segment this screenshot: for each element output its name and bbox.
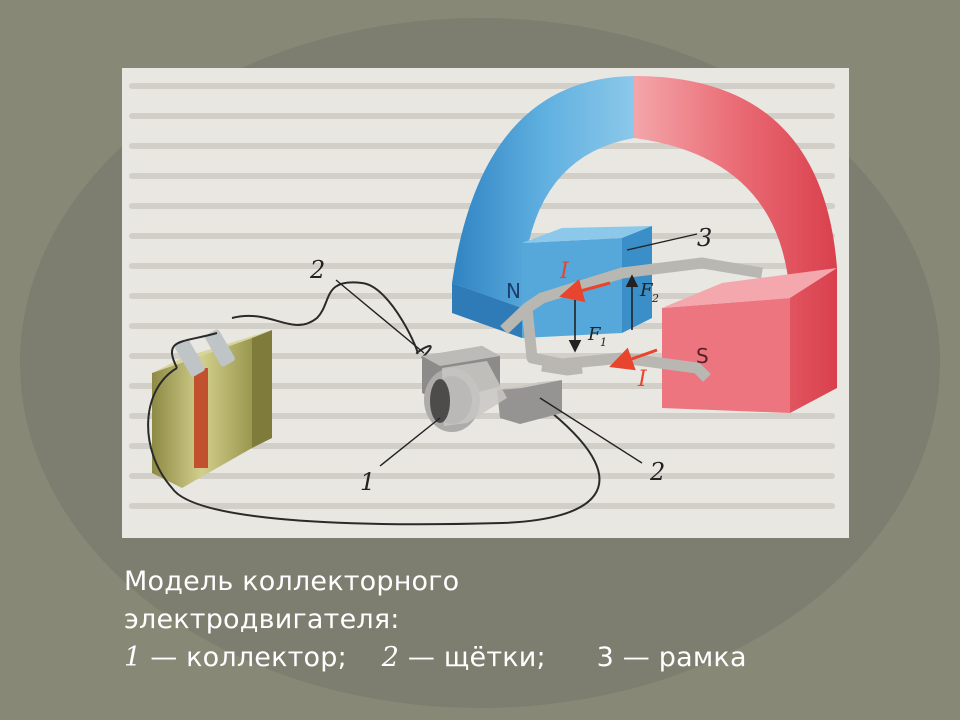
- label-south-pole: S: [696, 344, 709, 368]
- caption-legend-line: 1 — коллектор; 2 — щётки; 3 — рамка: [124, 639, 747, 677]
- label-collector: 1: [360, 468, 375, 496]
- legend-num-3: 3: [596, 642, 614, 673]
- wires: [147, 281, 601, 526]
- label-force-1-sub: 1: [600, 336, 607, 349]
- motor-diagram: 2 1 2 3 N S I I F 1 F 2: [122, 68, 849, 538]
- label-current-bottom: I: [637, 367, 648, 392]
- label-north-pole: N: [506, 279, 521, 303]
- diagram-labels: 2 1 2 3: [309, 224, 712, 496]
- figure-caption: Модель коллекторного электродвигателя: 1…: [124, 563, 747, 677]
- label-force-1: F: [587, 324, 602, 345]
- legend-text-2: — щётки;: [407, 642, 546, 673]
- label-brush-bottom: 2: [649, 458, 665, 486]
- label-force-2-sub: 2: [651, 292, 659, 305]
- magnet-south-half: [634, 76, 837, 413]
- legend-num-2: 2: [381, 642, 400, 673]
- current-arrows: [559, 278, 658, 371]
- legend-text-1: — коллектор;: [150, 642, 347, 673]
- label-frame: 3: [697, 224, 712, 252]
- caption-line-1: Модель коллекторного: [124, 566, 460, 597]
- force-arrows: [568, 274, 639, 353]
- pointer-lines: [335, 233, 698, 467]
- label-current-top: I: [559, 259, 570, 284]
- legend-num-1: 1: [124, 642, 142, 673]
- legend-text-3: — рамка: [622, 642, 747, 673]
- collector-assembly: [422, 346, 562, 432]
- diagram-svg: 2 1 2 3 N S I I F 1 F 2: [129, 76, 837, 526]
- label-brush-top: 2: [309, 256, 325, 284]
- label-force-2: F: [639, 280, 654, 301]
- caption-line-2: электродвигателя:: [124, 604, 400, 635]
- battery: [152, 329, 272, 488]
